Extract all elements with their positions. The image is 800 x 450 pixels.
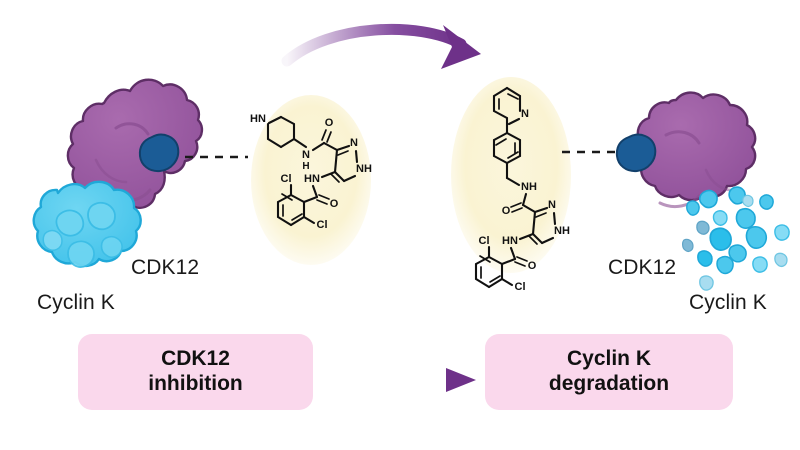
atom-label-cl-top: Cl <box>281 173 292 185</box>
label-cyclink-right: Cyclin K <box>689 291 767 314</box>
inhibitor-pocket-left[interactable] <box>138 133 180 173</box>
atom-label-h-amide: H <box>302 161 309 172</box>
atom-label-hn-benzamide-right: HN <box>502 235 518 247</box>
banner-cdk12-inhibition[interactable]: CDK12 inhibition <box>78 334 313 410</box>
cyclink-lobe-e-left <box>42 229 63 251</box>
atom-label-n2-pyrazole-right: N <box>548 199 556 211</box>
atom-label-cl-bottom-right: Cl <box>515 281 526 293</box>
atom-label-n-amide: N <box>302 149 310 161</box>
banner-right-line2: degradation <box>548 372 670 395</box>
molecule-left-halo <box>251 95 371 265</box>
atom-label-o-carbonyl-right: O <box>502 205 511 217</box>
molecule-right-halo <box>451 77 571 273</box>
mechanism-arrow <box>322 368 476 392</box>
atom-label-n2-pyrazole: N <box>350 137 358 149</box>
cdk12-crease-left <box>114 122 150 136</box>
cyclink-lobe-d-left <box>100 235 123 258</box>
atom-label-o-benzamide-right: O <box>528 260 537 272</box>
atom-label-cl-bottom: Cl <box>317 219 328 231</box>
banner-right-line1: Cyclin K <box>566 347 652 371</box>
atom-label-nh-pyrazole-right: NH <box>554 225 570 237</box>
atom-label-cl-top-right: Cl <box>479 235 490 247</box>
inhibitor-pocket-right[interactable] <box>615 133 657 173</box>
atom-label-hn-piperidine: HN <box>250 113 266 125</box>
molecule-left-structure: HN N H O N NH HN <box>250 113 372 231</box>
left-protein-complex[interactable] <box>32 78 204 268</box>
atom-label-nh-pyrazole: NH <box>356 163 372 175</box>
molecule-right-structure: N NH O <box>474 86 570 293</box>
cyclink-lobe-b-left <box>87 201 116 231</box>
atom-label-o-benzamide: O <box>330 198 339 210</box>
cdk12-body-left <box>66 78 204 212</box>
label-cyclink-left: Cyclin K <box>37 291 115 314</box>
banner-left-line2: inhibition <box>148 372 243 395</box>
transformation-arrow <box>281 23 481 69</box>
atom-label-n-pyridine: N <box>521 108 529 120</box>
cdk12-crease-right <box>664 130 701 145</box>
cyclink-fragments-right <box>682 186 790 291</box>
label-cdk12-left: CDK12 <box>131 256 200 279</box>
cdk12-crease3-left <box>94 158 128 184</box>
banner-cyclink-degradation[interactable]: Cyclin K degradation <box>485 334 733 410</box>
cyclink-lobe-a-left <box>55 209 85 237</box>
cyclink-lobe-c-left <box>67 240 95 268</box>
atom-label-o-carbonyl: O <box>325 117 334 129</box>
cdk12-crease2-right <box>658 194 701 208</box>
atom-label-nh-benzyl: NH <box>521 181 537 193</box>
atom-label-hn-benzamide: HN <box>304 173 320 185</box>
banner-left-line1: CDK12 <box>161 347 230 371</box>
label-cdk12-right: CDK12 <box>608 256 677 279</box>
